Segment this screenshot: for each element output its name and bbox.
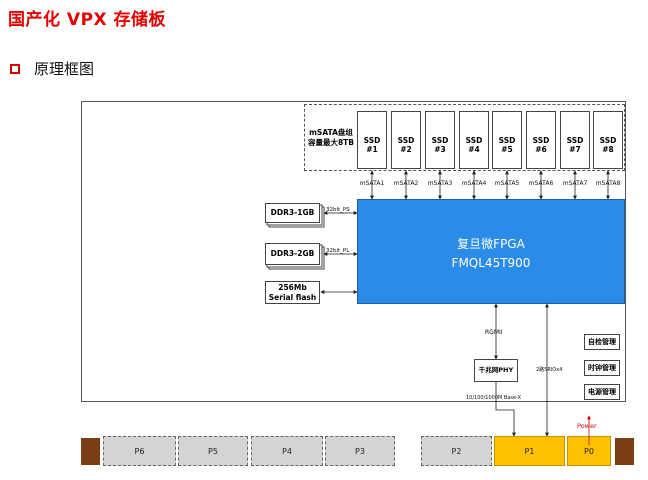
bus-pl-label: 32bit_PL <box>326 248 350 254</box>
ssd-box: SSD #2 <box>391 111 421 169</box>
connector-p3: P3 <box>325 436 395 466</box>
ssd-box: SSD #3 <box>425 111 455 169</box>
section-heading: 原理框图 <box>10 58 94 79</box>
connector-p1: P1 <box>494 436 565 466</box>
fpga-name: 复旦微FPGA <box>457 237 525 251</box>
ddr-pl-block: DDR3-2GB <box>265 243 320 265</box>
serial-flash-block: 256Mb Serial flash <box>265 281 320 304</box>
square-bullet-icon <box>10 63 20 74</box>
ssd-box: SSD #6 <box>526 111 556 169</box>
connector-p2: P2 <box>421 436 492 466</box>
board-outline <box>81 101 626 402</box>
connector-p5: P5 <box>178 436 248 466</box>
fpga-block: 复旦微FPGA FMQL45T900 <box>357 199 625 304</box>
ethernet-line <box>495 382 516 437</box>
fpga-model: FMQL45T900 <box>451 256 531 270</box>
bus-ps-label: 32bit_PS <box>326 207 350 213</box>
rgmii-label: RGMII <box>485 329 503 336</box>
ssd-box: SSD #4 <box>459 111 489 169</box>
power-label: Power <box>577 422 597 430</box>
right-endcap <box>615 438 634 465</box>
ddr-ps-block: DDR3-1GB <box>265 203 320 223</box>
msata-group-box <box>304 104 625 171</box>
connector-p4: P4 <box>251 436 323 466</box>
msata-group-label: mSATA盘组 容量最大8TB <box>307 128 355 147</box>
ssd-box: SSD #8 <box>593 111 623 169</box>
power-mgmt-block: 电源管理 <box>584 384 620 400</box>
self-test-block: 自检管理 <box>584 334 620 350</box>
connector-p6: P6 <box>103 436 176 466</box>
left-endcap <box>81 438 100 465</box>
clock-mgmt-block: 时钟管理 <box>584 360 620 376</box>
ethernet-label: 10/100/1000M Base-X <box>466 395 522 401</box>
ssd-box: SSD #1 <box>357 111 387 169</box>
page-title: 国产化 VPX 存储板 <box>8 10 167 30</box>
srio-label: 2路SRIOx4 <box>536 367 563 373</box>
section-label: 原理框图 <box>34 60 95 78</box>
ssd-box: SSD #7 <box>560 111 590 169</box>
ssd-box: SSD #5 <box>492 111 522 169</box>
